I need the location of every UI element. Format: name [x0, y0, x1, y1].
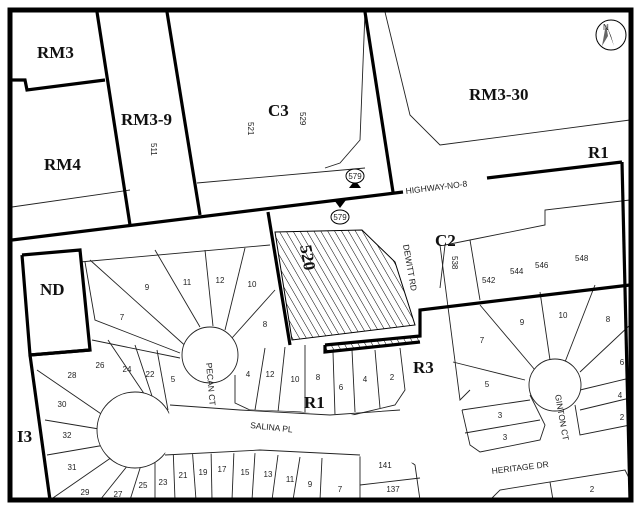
lot-label: 2 — [620, 413, 625, 422]
north-arrow-icon: N — [595, 19, 627, 51]
zone-label: C3 — [268, 101, 289, 120]
svg-text:N: N — [603, 23, 609, 32]
lot-label: 9 — [145, 283, 150, 292]
lot-label: 25 — [139, 481, 148, 490]
lot-label: 32 — [63, 431, 72, 440]
parcel-label-520: 520 — [296, 243, 319, 271]
lot-label: 141 — [378, 461, 392, 470]
lot-label: 22 — [146, 370, 155, 379]
lot-label: 2 — [390, 373, 395, 382]
lot-label: 19 — [199, 468, 208, 477]
lot-label: 4 — [618, 391, 623, 400]
zone-label: R3 — [413, 358, 434, 377]
address-label: 546 — [535, 261, 549, 270]
lot-label: 15 — [241, 468, 250, 477]
lot-label: 10 — [248, 280, 257, 289]
lot-label: 24 — [123, 365, 132, 374]
lot-label: 3 — [498, 411, 503, 420]
lot-label: 21 — [179, 471, 188, 480]
map-frame — [7, 7, 634, 503]
lot-label: 9 — [308, 480, 313, 489]
lot-label: 28 — [68, 371, 77, 380]
street-label-pecan: PECAN CT — [204, 362, 218, 406]
lot-label: 31 — [68, 463, 77, 472]
lot-label: 4 — [363, 375, 368, 384]
lot-label: 3 — [503, 433, 508, 442]
lot-label: 13 — [264, 470, 273, 479]
lot-label: 137 — [386, 485, 400, 494]
lot-label: 5 — [485, 380, 490, 389]
lot-label: 4 — [246, 370, 251, 379]
lot-label: 10 — [559, 311, 568, 320]
street-label-salina: SALINA PL — [250, 420, 294, 434]
address-label: 529 — [298, 112, 307, 126]
lot-label: 7 — [120, 313, 125, 322]
zone-label: R1 — [588, 143, 609, 162]
lot-label: 5 — [171, 375, 176, 384]
address-label: 544 — [510, 267, 524, 276]
zone-label: RM3 — [37, 43, 74, 62]
lot-label: 10 — [291, 375, 300, 384]
lot-label: 17 — [218, 465, 227, 474]
zone-label: RM3-30 — [469, 85, 528, 104]
svg-text:579: 579 — [333, 213, 347, 222]
zone-label: I3 — [17, 427, 32, 446]
lot-label: 27 — [114, 490, 123, 499]
parcel-lines — [11, 11, 631, 501]
address-label: 511 — [149, 143, 158, 156]
zone-label: RM3-9 — [121, 110, 172, 129]
lot-label: 12 — [266, 370, 275, 379]
lot-label: 8 — [606, 315, 611, 324]
lot-label: 7 — [480, 336, 485, 345]
parcel-520-hatched[interactable] — [274, 229, 416, 341]
lot-label: 7 — [338, 485, 343, 494]
lot-label: 2 — [590, 485, 595, 494]
address-labels: 511 521 529 538 542 544 546 548 — [149, 112, 589, 285]
zone-label: R1 — [304, 393, 325, 412]
address-label: 542 — [482, 276, 496, 285]
lot-label: 8 — [263, 320, 268, 329]
lot-label: 11 — [286, 475, 295, 484]
lot-label: 6 — [620, 358, 625, 367]
lot-label: 6 — [339, 383, 344, 392]
lot-label: 26 — [96, 361, 105, 370]
zone-label: ND — [40, 280, 65, 299]
lot-label: 12 — [216, 276, 225, 285]
zone-label: RM4 — [44, 155, 81, 174]
address-label: 521 — [246, 122, 255, 136]
highway-shield-icon: 579 — [345, 168, 365, 188]
lot-label: 9 — [520, 318, 525, 327]
lot-label: 29 — [81, 488, 90, 497]
highway-shield-icon: 579 — [330, 200, 350, 225]
lot-label: 8 — [316, 373, 321, 382]
address-label: 538 — [450, 256, 459, 270]
zone-label: C2 — [435, 231, 456, 250]
lot-label: 11 — [183, 278, 192, 287]
svg-text:579: 579 — [348, 172, 362, 181]
address-label: 548 — [575, 254, 589, 263]
lot-label: 30 — [58, 400, 67, 409]
lot-label: 23 — [159, 478, 168, 487]
